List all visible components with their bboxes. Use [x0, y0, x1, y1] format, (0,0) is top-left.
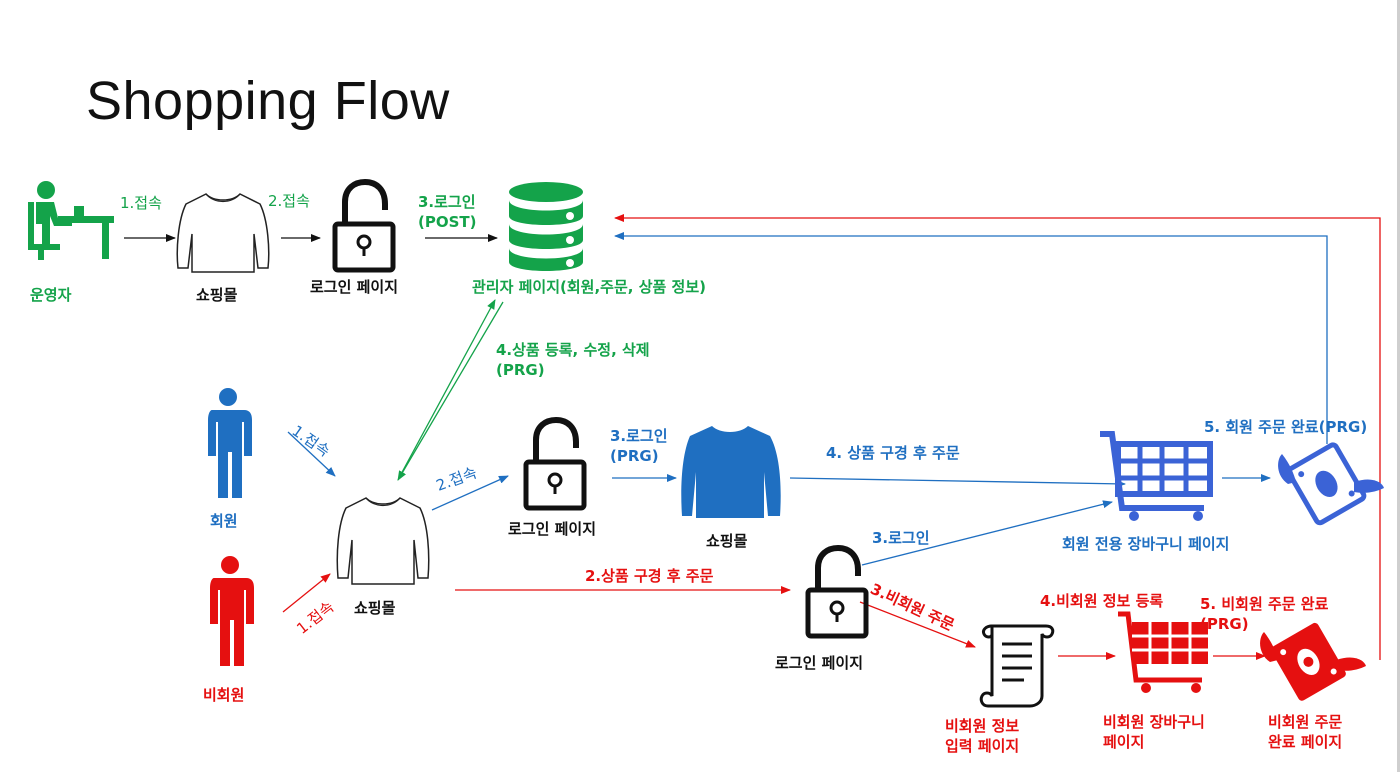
- edge-admin-to-shop: [397, 301, 504, 481]
- edge-guest-complete-to-admin: [614, 214, 1381, 660]
- flying-money-icon: [1260, 622, 1366, 701]
- edge-label-guest-complete: 5. 비회원 주문 완료 (PRG): [1200, 595, 1329, 633]
- login-page-bottom-label: 로그인 페이지: [775, 654, 864, 672]
- edge-shop-to-member-login: [431, 475, 509, 511]
- edge-label-guest-register: 4.비회원 정보 등록: [1040, 592, 1164, 610]
- edge-label-admin-login: 3.로그인 (POST): [418, 193, 477, 231]
- edge-label-guest-login: 3.로그인: [872, 529, 930, 547]
- login-page-mid-label: 로그인 페이지: [508, 520, 597, 538]
- edge-label-product-manage: 4.상품 등록, 수정, 삭제 (PRG): [496, 341, 650, 379]
- flying-money-icon: [1278, 442, 1384, 526]
- shop-member-label: 쇼핑몰: [706, 532, 748, 550]
- edge-member-complete-to-admin: [614, 232, 1328, 444]
- edge-label-op-connect2: 2.접속: [268, 192, 310, 210]
- edge-label-op-connect: 1.접속: [120, 194, 162, 212]
- page-title: Shopping Flow: [86, 71, 450, 131]
- person-icon: [208, 388, 252, 498]
- guest-cart-label: 비회원 장바구니 페이지: [1103, 713, 1205, 751]
- shirt-icon: [336, 497, 430, 585]
- edge-member-shop-to-cart: [789, 477, 1126, 488]
- guest-label: 비회원: [203, 686, 245, 704]
- guest-complete-page-label: 비회원 주문 완료 페이지: [1268, 713, 1343, 751]
- padlock-icon: [332, 178, 396, 273]
- edge-shop-to-admin: [399, 299, 496, 477]
- member-cart-label: 회원 전용 장바구니 페이지: [1062, 535, 1230, 553]
- cart-icon: [1118, 611, 1208, 693]
- operator-icon: [28, 181, 114, 260]
- person-icon: [210, 556, 254, 666]
- cart-icon: [1100, 431, 1213, 521]
- scrollbar[interactable]: [1397, 0, 1400, 772]
- padlock-icon: [805, 544, 869, 639]
- shirt-icon: [176, 193, 270, 273]
- edge-label-guest-order: 2.상품 구경 후 주문: [585, 567, 714, 585]
- edge-guest-login-to-scroll: [859, 601, 976, 648]
- edge-label-member-order: 4. 상품 구경 후 주문: [826, 444, 960, 462]
- edge-label-member-complete: 5. 회원 주문 완료(PRG): [1204, 418, 1368, 436]
- member-label: 회원: [210, 512, 238, 530]
- edges: [124, 214, 1381, 660]
- edge-member-to-shop: [287, 431, 336, 477]
- login-page-top-label: 로그인 페이지: [310, 278, 399, 296]
- operator-label: 운영자: [30, 286, 72, 304]
- database-icon: [509, 182, 583, 271]
- guest-info-page-label: 비회원 정보 입력 페이지: [945, 717, 1020, 755]
- shirt-icon: [681, 426, 781, 518]
- shop-top-label: 쇼핑몰: [196, 286, 238, 304]
- shop-mid-label: 쇼핑몰: [354, 599, 396, 617]
- padlock-icon: [523, 416, 587, 511]
- scroll-icon: [979, 624, 1055, 708]
- admin-page-label: 관리자 페이지(회원,주문, 상품 정보): [472, 278, 706, 296]
- edge-guest-to-shop: [282, 573, 331, 613]
- edge-guest-login-to-cart: [861, 500, 1113, 566]
- edge-label-member-login: 3.로그인 (PRG): [610, 427, 668, 465]
